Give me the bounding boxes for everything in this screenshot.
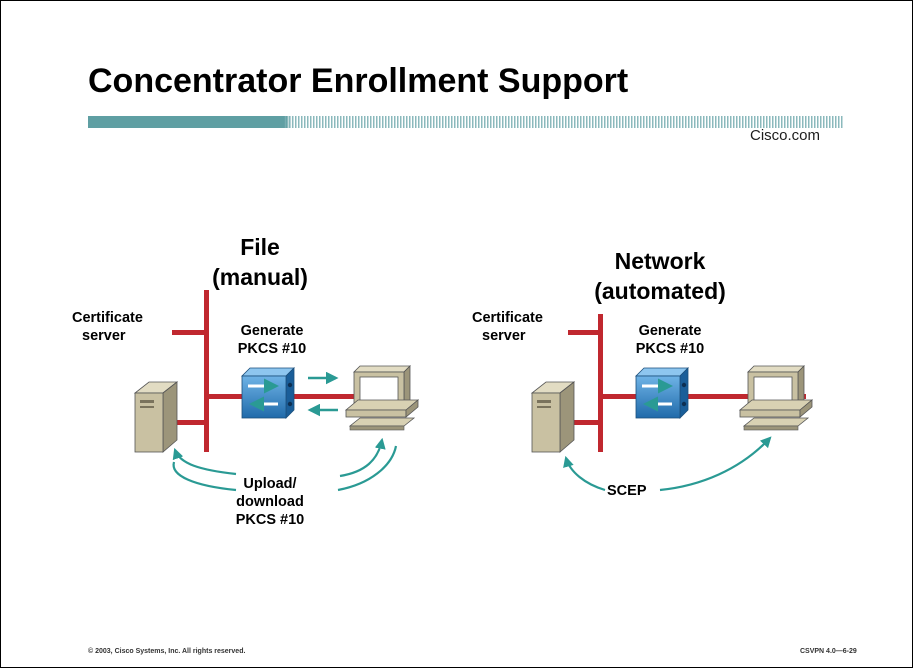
right-generate-label: Generate PKCS #10	[620, 322, 720, 358]
left-generate-line1: Generate	[240, 323, 304, 339]
left-generate-line2: PKCS #10	[237, 341, 307, 357]
pc-workstation-icon	[738, 365, 814, 431]
vpn-concentrator-icon	[241, 367, 295, 419]
right-network-lines	[568, 314, 806, 452]
left-pc-curve-line	[337, 445, 398, 492]
pc-workstation-icon	[344, 365, 420, 431]
right-server-label-line1: Certificate	[472, 310, 543, 326]
left-heading-line1: File	[240, 234, 280, 260]
left-transfer-line1: Upload/	[243, 476, 297, 492]
right-generate-line2: PKCS #10	[635, 341, 705, 357]
right-heading-line2: (automated)	[594, 278, 726, 304]
scep-server-arrow	[563, 455, 606, 492]
certificate-server-icon	[530, 381, 576, 453]
right-heading-line1: Network	[614, 248, 706, 274]
copyright-footer: © 2003, Cisco Systems, Inc. All rights r…	[88, 648, 246, 655]
certificate-server-icon	[133, 381, 179, 453]
left-transfer-line3: PKCS #10	[235, 512, 305, 528]
scep-label: SCEP	[607, 483, 647, 499]
left-heading-line2: (manual)	[212, 264, 308, 290]
left-network-lines	[172, 290, 408, 452]
cisco-com-label: Cisco.com	[750, 127, 821, 144]
left-transfer-label: Upload/ download PKCS #10	[220, 475, 320, 529]
right-server-label-line2: server	[482, 328, 526, 344]
left-upload-curve-arrow	[172, 447, 237, 476]
right-server-label: Certificate server	[472, 309, 543, 345]
left-generate-label: Generate PKCS #10	[222, 322, 322, 358]
slide-title: Concentrator Enrollment Support	[88, 62, 629, 100]
right-generate-line1: Generate	[638, 323, 702, 339]
left-server-label: Certificate server	[72, 309, 143, 345]
title-underline-band	[88, 116, 843, 128]
left-server-label-line1: Certificate	[72, 310, 143, 326]
course-code-footer: CSVPN 4.0—6-29	[800, 648, 857, 655]
vpn-concentrator-icon	[635, 367, 689, 419]
left-heading: File (manual)	[195, 232, 325, 292]
left-download-curve-line	[172, 461, 237, 492]
scep-pc-arrow	[659, 436, 772, 492]
left-server-label-line2: server	[82, 328, 126, 344]
left-transfer-line2: download	[236, 494, 304, 510]
right-heading: Network (automated)	[580, 246, 740, 306]
left-pc-curve-arrow	[339, 437, 386, 478]
